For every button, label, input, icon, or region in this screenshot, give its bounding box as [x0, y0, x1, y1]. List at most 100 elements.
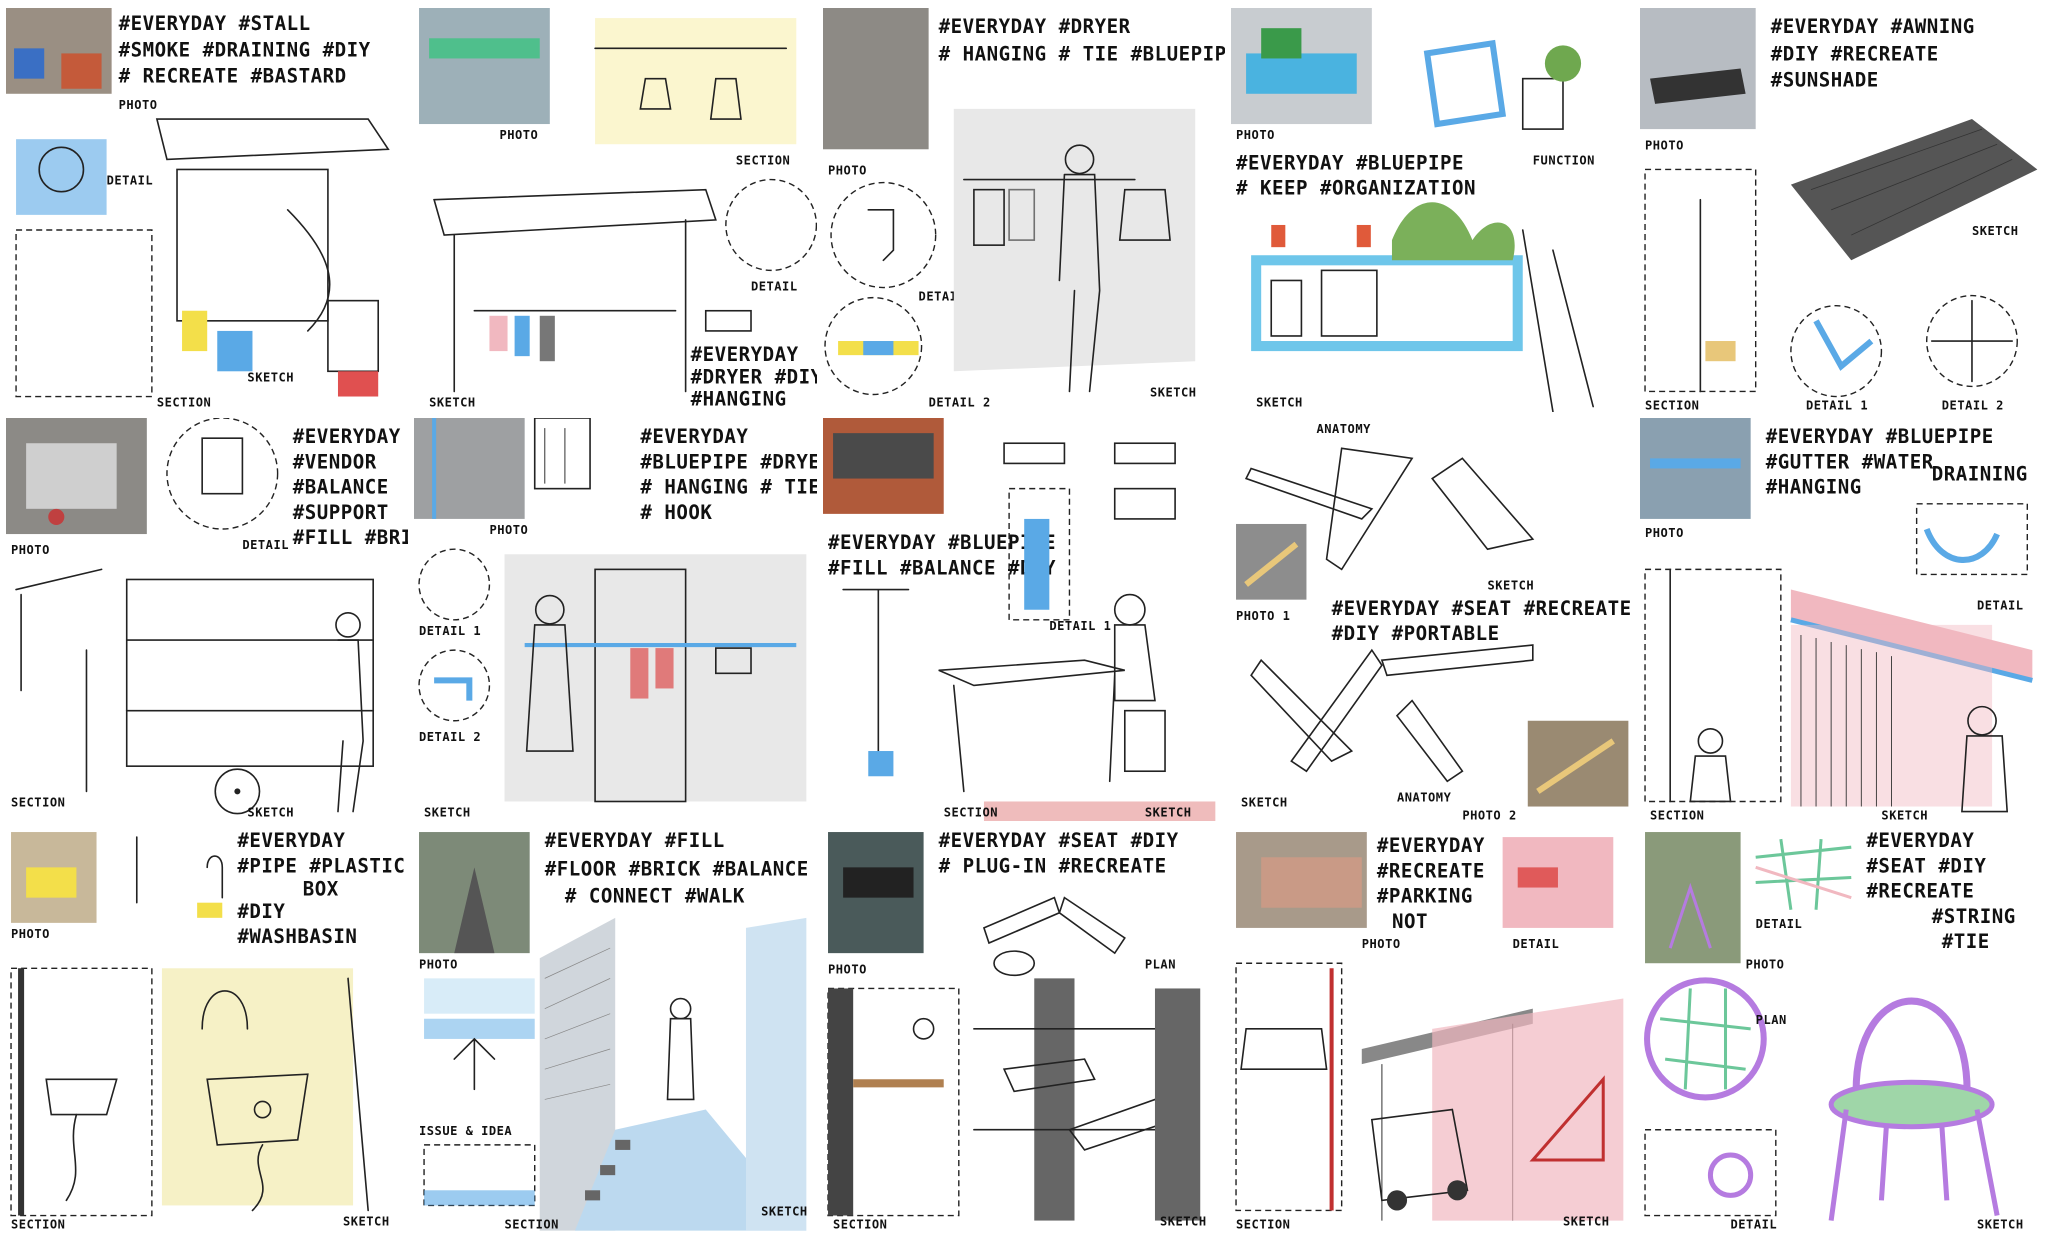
tag-line-2: # KEEP #ORGANIZATION	[1236, 177, 1476, 200]
tag-line-1: #EVERYDAY	[641, 425, 749, 448]
label-sketch: SKETCH	[1972, 224, 2019, 238]
label-section: SECTION	[157, 396, 211, 410]
tag-line-4: #SUPPORT	[293, 501, 389, 524]
tag-line-2: #GUTTER #WATER	[1765, 450, 1933, 473]
panel-washbasin: PHOTO #EVERYDAY #PIPE #PLASTIC BOX #DIY …	[6, 827, 409, 1231]
label-photo: PHOTO	[828, 163, 867, 177]
tag-line-3: # HANGING # TIE	[641, 475, 817, 498]
tag-line-2: #BLUEPIPE #DRYER	[641, 450, 817, 473]
label-issue-idea: ISSUE & IDEA	[419, 1124, 512, 1138]
tag-line-2: #VENDOR	[293, 450, 377, 473]
tag-line-2: #PIPE #PLASTIC	[237, 855, 405, 878]
label-detail-top: DETAIL	[1755, 917, 1802, 931]
label-photo-2: PHOTO 2	[1463, 808, 1517, 821]
label-section: SECTION	[1645, 399, 1699, 412]
label-detail: DETAIL	[1977, 598, 2024, 612]
tag-line-3: #PARKING	[1377, 885, 1473, 908]
label-section: SECTION	[1650, 808, 1704, 821]
tag-line-1: #EVERYDAY #STALL	[119, 12, 311, 35]
panel-gutter: PHOTO #EVERYDAY #BLUEPIPE #GUTTER #WATER…	[1639, 417, 2042, 822]
tag-line-5: #WASHBASIN	[237, 925, 357, 948]
label-sketch: SKETCH	[1256, 396, 1303, 410]
label-sketch: SKETCH	[761, 1205, 808, 1219]
tag-line-1: #EVERYDAY #SEAT #DIY	[938, 829, 1178, 852]
panel-stall: #EVERYDAY #STALL #SMOKE #DRAINING #DIY #…	[6, 8, 409, 412]
panel-hook: PHOTO #EVERYDAY #BLUEPIPE #DRYER # HANGI…	[414, 417, 817, 822]
label-sketch: SKETCH	[1563, 1215, 1610, 1229]
label-detail: DETAIL	[107, 174, 154, 188]
label-detail-1: DETAIL 1	[1049, 619, 1111, 633]
tag-line-1: #EVERYDAY #BLUEPIPE	[1236, 151, 1464, 174]
anatomy-title: ANATOMY	[1317, 422, 1372, 436]
label-photo: PHOTO	[1645, 138, 1684, 152]
label-detail: DETAIL	[242, 538, 289, 552]
label-sketch: SKETCH	[343, 1215, 390, 1229]
tag-line-2: #DIY #PORTABLE	[1332, 622, 1500, 645]
tag-line-3: # CONNECT #WALK	[565, 885, 745, 908]
panel-vendor: PHOTO #EVERYDAY #VENDOR #BALANCE #SUPPOR…	[6, 417, 409, 822]
label-section: SECTION	[944, 805, 998, 819]
label-section: SECTION	[736, 153, 790, 167]
label-sketch: SKETCH	[247, 370, 294, 384]
tag-line-1: #EVERYDAY	[1866, 829, 1974, 852]
label-sketch: SKETCH	[1881, 808, 1928, 821]
label-sketch-top: SKETCH	[1488, 578, 1535, 592]
label-detail-1: DETAIL 1	[1806, 399, 1868, 412]
tag-line-1: #EVERYDAY	[293, 425, 401, 448]
tag-line-3: #HANGING	[691, 388, 787, 411]
tag-line-2: #FILL #BALANCE #DIY	[828, 556, 1056, 579]
tag-line-1: #EVERYDAY	[691, 343, 799, 366]
tag-line-1: #EVERYDAY #FILL	[545, 829, 725, 852]
tag-line-2: # PLUG-IN #RECREATE	[938, 855, 1166, 878]
label-function: FUNCTION	[1533, 153, 1595, 167]
label-sketch: SKETCH	[429, 396, 476, 410]
label-photo: PHOTO	[119, 98, 158, 112]
label-photo: PHOTO	[11, 927, 50, 941]
tag-line-1: #EVERYDAY #AWNING	[1770, 15, 1974, 38]
label-photo: PHOTO	[1362, 937, 1401, 951]
panel-parking: #EVERYDAY #RECREATE #PARKING NOT PHOTO D…	[1231, 827, 1634, 1231]
label-photo: PHOTO	[1236, 128, 1275, 142]
panel-bluepipe: PHOTO FUNCTION #EVERYDAY #BLUEPIPE # KEE…	[1231, 8, 1634, 412]
label-photo: PHOTO	[500, 128, 539, 142]
tag-line-2: #SEAT #DIY	[1866, 855, 1986, 878]
tag-line-1: #EVERYDAY	[1377, 835, 1485, 858]
tag-line-2: #DIY #RECREATE	[1770, 42, 1938, 65]
tag-line-3: #HANGING	[1765, 475, 1861, 498]
panel-table: #EVERYDAY #BLUEPIPE #FILL #BALANCE #DIY …	[822, 417, 1226, 822]
label-detail-2: DETAIL 2	[928, 396, 990, 410]
panel-awning-dryer: PHOTO SECTION DETAIL #EVERYDAY #DRYER #D…	[414, 8, 817, 412]
tag-line-1: #EVERYDAY #BLUEPIPE	[828, 531, 1056, 554]
tag-line-1: #EVERYDAY #DRYER	[938, 15, 1130, 38]
tag-line-3: # RECREATE #BASTARD	[119, 65, 347, 88]
label-sketch: SKETCH	[1145, 805, 1192, 819]
tag-line-2: #RECREATE	[1377, 860, 1485, 883]
label-photo: PHOTO	[490, 523, 529, 537]
label-detail-1: DETAIL 1	[419, 624, 481, 638]
label-detail: DETAIL	[1513, 937, 1560, 951]
label-detail-2: DETAIL 2	[1941, 399, 2003, 412]
label-photo: PHOTO	[1645, 526, 1684, 540]
label-sketch: SKETCH	[1150, 386, 1197, 400]
panel-string: PHOTO DETAIL #EVERYDAY #SEAT #DIY #RECRE…	[1639, 827, 2042, 1231]
tag-line-1: #EVERYDAY #BLUEPIPE	[1765, 425, 1993, 448]
tag-line-4: # HOOK	[641, 501, 713, 524]
tag-line-5: #TIE	[1941, 930, 1989, 953]
panel-plugin: PHOTO #EVERYDAY #SEAT #DIY # PLUG-IN #RE…	[822, 827, 1226, 1231]
label-detail-2: DETAIL 2	[419, 730, 481, 744]
tag-line-2: # HANGING # TIE #BLUEPIPE	[938, 42, 1225, 65]
label-section: SECTION	[11, 1218, 65, 1231]
tag-line-4: DRAINING	[1931, 462, 2027, 485]
label-section: SECTION	[833, 1218, 887, 1231]
label-photo: PHOTO	[828, 963, 867, 977]
tag-line-3: #SUNSHADE	[1770, 69, 1878, 92]
tag-line-3: BOX	[303, 878, 339, 901]
tag-line-4: #STRING	[1931, 905, 2015, 928]
label-anatomy: ANATOMY	[1397, 790, 1452, 804]
panel-floor: PHOTO #EVERYDAY #FILL #FLOOR #BRICK #BAL…	[414, 827, 817, 1231]
label-plan: PLAN	[1145, 958, 1176, 972]
tag-line-4: #DIY	[237, 900, 285, 923]
tag-line-4: NOT	[1392, 910, 1428, 933]
label-detail: DETAIL	[751, 280, 798, 294]
